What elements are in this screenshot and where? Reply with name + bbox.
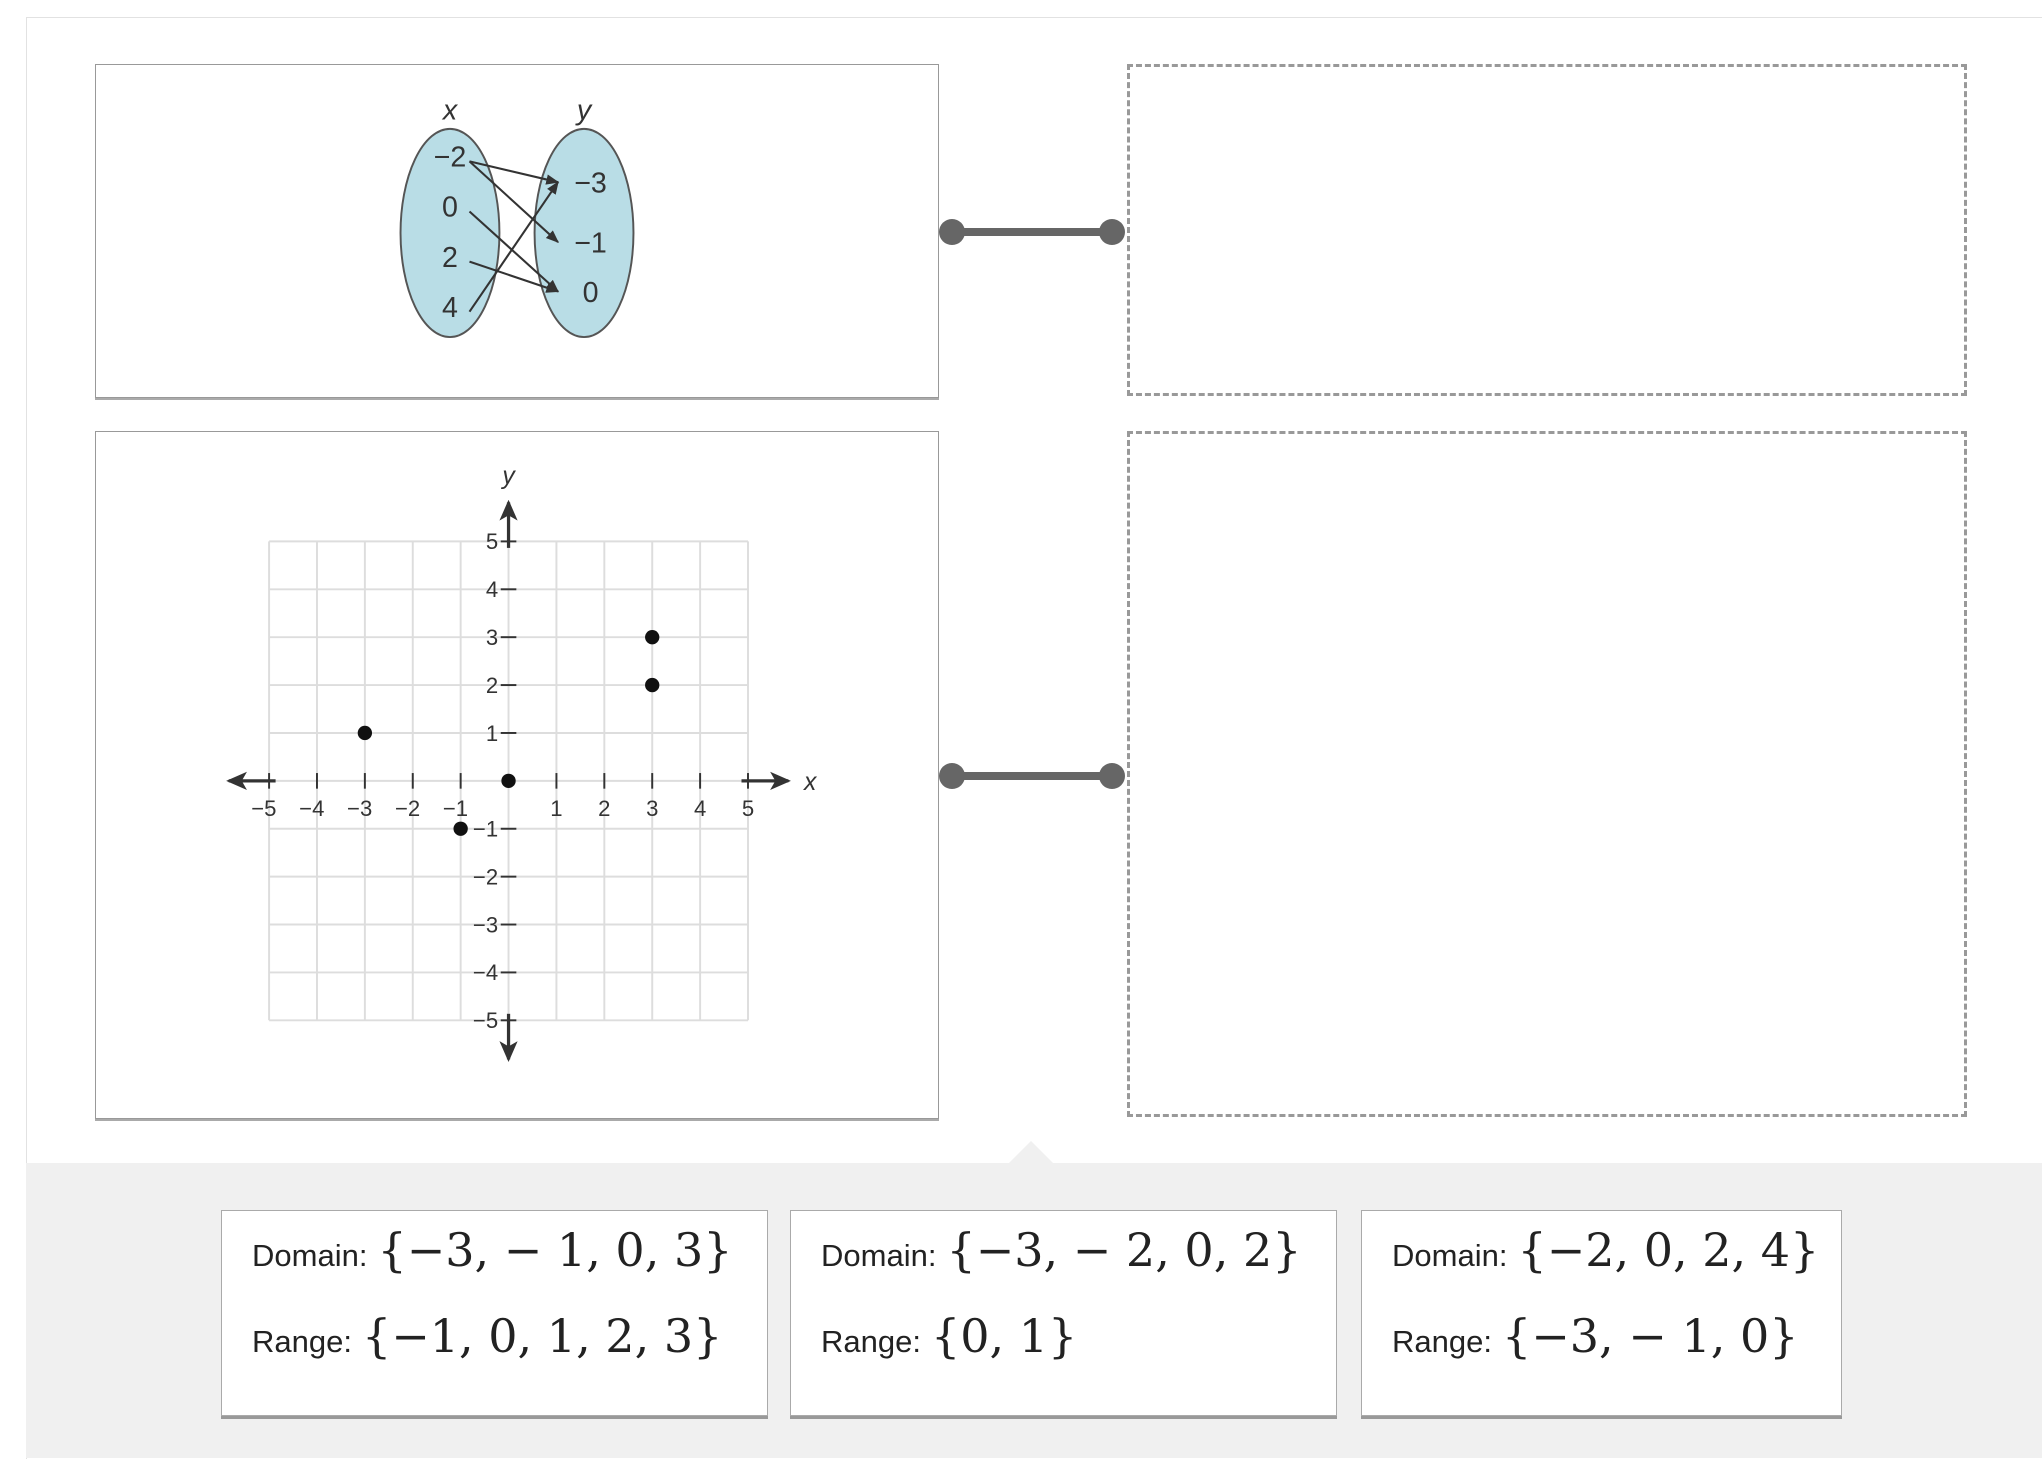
- mapping-arrow: [469, 260, 560, 293]
- y-tick-label: −5: [473, 1008, 498, 1033]
- domain-value: 2: [442, 242, 458, 274]
- data-point: [357, 725, 373, 741]
- range-ellipse: [533, 127, 635, 339]
- domain-label: Domain:: [252, 1238, 368, 1273]
- y-tick-label: 4: [486, 577, 498, 602]
- coordinate-graph: x y −5 −4 −3 −2 −1 1 2 3 4 5 5 4 3 2 1 −1 −2 −3 −4 −5: [226, 463, 818, 1062]
- data-point: [645, 630, 660, 645]
- range-value: −3: [574, 168, 607, 200]
- answer-card-2[interactable]: Domain: {−3, − 2, 0, 2} Range: {0, 1}: [790, 1210, 1337, 1416]
- mapping-arrow: [468, 181, 559, 313]
- y-tick-label: 2: [486, 673, 498, 698]
- x-tick-label: 2: [598, 796, 610, 821]
- data-point: [453, 821, 468, 836]
- x-tick-label: −4: [299, 796, 324, 821]
- connector-handle-left[interactable]: [939, 219, 965, 245]
- y-tick-label: −3: [473, 912, 498, 937]
- mapping-diagram: x y −2 0 2 4 −3 −1 0: [399, 95, 635, 339]
- domain-label: Domain:: [821, 1238, 937, 1273]
- range-set: {0, 1}: [930, 1309, 1078, 1363]
- domain-set: {−3, − 1, 0, 3}: [377, 1223, 733, 1277]
- y-tick-label: −4: [473, 960, 498, 985]
- x-tick-label: 4: [694, 796, 706, 821]
- domain-set: {−2, 0, 2, 4}: [1517, 1223, 1820, 1277]
- x-tick-label: −5: [251, 796, 276, 821]
- x-tick-label: −1: [443, 796, 468, 821]
- mapping-diagram-prompt: x y −2 0 2 4 −3 −1 0: [95, 64, 939, 398]
- connector-1[interactable]: [939, 219, 1125, 245]
- x-tick-label: −2: [395, 796, 420, 821]
- mapping-arrow: [469, 160, 560, 185]
- data-point: [645, 677, 660, 693]
- y-tick-label: −2: [473, 864, 498, 889]
- y-axis-label: y: [500, 463, 516, 490]
- drop-zone-1[interactable]: [1127, 64, 1967, 396]
- y-tick-label: 3: [486, 625, 498, 650]
- range-value: −1: [574, 227, 607, 259]
- answer-card-3[interactable]: Domain: {−2, 0, 2, 4} Range: {−3, − 1, 0}: [1361, 1210, 1842, 1416]
- x-axis-label: x: [803, 769, 818, 796]
- range-set: {−3, − 1, 0}: [1501, 1309, 1799, 1363]
- domain-label: Domain:: [1392, 1238, 1508, 1273]
- range-label: Range:: [252, 1324, 352, 1359]
- y-tick-label: 1: [486, 721, 498, 746]
- connector-handle-right[interactable]: [1099, 219, 1125, 245]
- range-value: 0: [583, 277, 599, 309]
- domain-value: 4: [442, 292, 458, 324]
- range-set: {−1, 0, 1, 2, 3}: [361, 1309, 723, 1363]
- range-label: Range:: [821, 1324, 921, 1359]
- graph-prompt: x y −5 −4 −3 −2 −1 1 2 3 4 5 5 4 3 2 1 −1 −2 −3 −4 −5: [95, 431, 939, 1119]
- domain-value: −2: [434, 142, 467, 174]
- tray-pointer: [1008, 1141, 1054, 1164]
- y-tick-label: −1: [473, 817, 498, 842]
- mapping-arrow: [468, 160, 559, 243]
- x-tick-label: 1: [550, 796, 562, 821]
- domain-ellipse: [399, 127, 501, 339]
- x-tick-label: 5: [742, 796, 754, 821]
- y-tick-label: 5: [486, 529, 498, 554]
- connector-line: [952, 228, 1112, 236]
- x-tick-label: −3: [347, 796, 372, 821]
- y-set-label: y: [575, 95, 593, 127]
- connector-line: [952, 772, 1112, 780]
- connector-2[interactable]: [939, 763, 1125, 789]
- x-tick-label: 3: [646, 796, 658, 821]
- domain-set: {−3, − 2, 0, 2}: [946, 1223, 1302, 1277]
- domain-value: 0: [442, 192, 458, 224]
- drop-zone-2[interactable]: [1127, 431, 1967, 1117]
- answer-card-1[interactable]: Domain: {−3, − 1, 0, 3} Range: {−1, 0, 1, …: [221, 1210, 768, 1416]
- data-point: [501, 773, 516, 789]
- connector-handle-left[interactable]: [939, 763, 965, 789]
- mapping-arrow: [468, 210, 559, 293]
- range-label: Range:: [1392, 1324, 1492, 1359]
- x-set-label: x: [441, 95, 459, 127]
- connector-handle-right[interactable]: [1099, 763, 1125, 789]
